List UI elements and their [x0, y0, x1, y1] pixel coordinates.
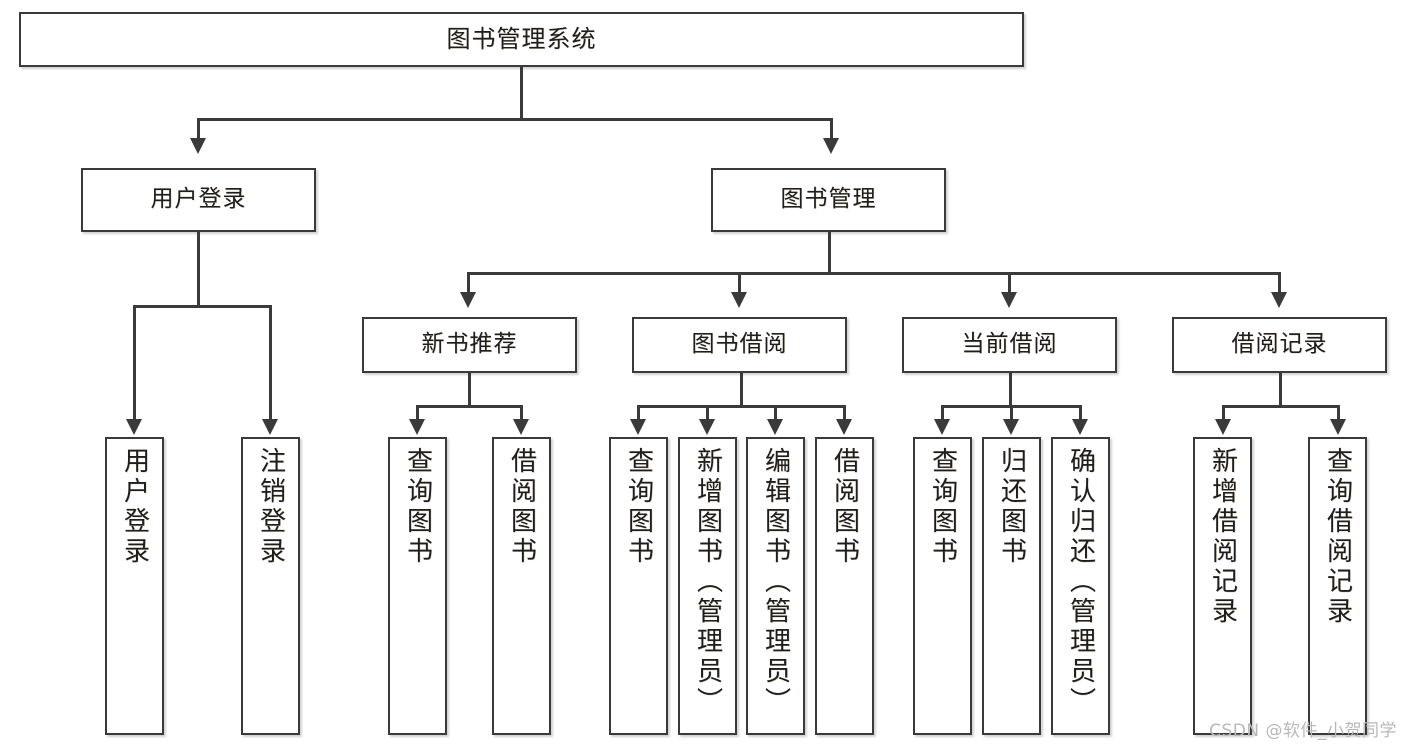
node-label: 用户登录 [150, 186, 247, 213]
connector-user-login-stem [197, 232, 200, 305]
leaf-new-book-query-book: 查询图书 [388, 437, 447, 735]
node-label: 查询借阅记录 [1322, 447, 1353, 627]
connector-book-borrow-bar [637, 405, 845, 408]
connector-book-mgmt-to-current-borrow [1008, 272, 1011, 294]
node-book-borrow: 图书借阅 [632, 317, 847, 373]
connector-root-to-user-login [197, 118, 200, 140]
node-label: 查询图书 [927, 447, 958, 567]
node-label: 查询图书 [402, 447, 433, 567]
node-label: 新书推荐 [421, 331, 518, 358]
connector-new-book-stem [468, 373, 471, 405]
connector-new-book-to-leaf-1 [416, 405, 419, 421]
connector-user-login-to-leaf-1 [133, 305, 136, 421]
arrowhead-book-mgmt-current-borrow [1001, 292, 1017, 308]
node-label: 确认归还（管理员） [1065, 447, 1096, 717]
leaf-current-borrow-return-book: 归还图书 [982, 437, 1041, 735]
arrowhead-new-book-leaf-2 [513, 419, 529, 435]
arrowhead-user-login-leaf-2 [262, 419, 278, 435]
connector-book-borrow-to-leaf-3 [774, 405, 777, 421]
node-borrow-record: 借阅记录 [1172, 317, 1387, 373]
arrowhead-book-borrow-leaf-1 [630, 419, 646, 435]
connector-root-bar [197, 118, 832, 121]
leaf-book-borrow-borrow-book: 借阅图书 [815, 437, 874, 735]
arrowhead-book-borrow-leaf-3 [767, 419, 783, 435]
arrowhead-book-mgmt-new-book [460, 292, 476, 308]
arrowhead-book-borrow-leaf-4 [836, 419, 852, 435]
connector-book-mgmt-to-borrow-book [738, 272, 741, 294]
arrowhead-user-login-leaf-1 [126, 419, 142, 435]
leaf-user-login-logout: 注销登录 [241, 437, 300, 735]
arrowhead-current-borrow-leaf-1 [934, 419, 950, 435]
connector-book-mgmt-bar [467, 272, 1280, 275]
connector-current-borrow-to-leaf-1 [941, 405, 944, 421]
connector-current-borrow-to-leaf-3 [1079, 405, 1082, 421]
arrowhead-root-to-user-login [190, 138, 206, 154]
node-label: 新增借阅记录 [1207, 447, 1238, 627]
node-label: 新增图书（管理员） [692, 447, 723, 717]
node-book-management: 图书管理 [711, 168, 946, 232]
node-current-borrow: 当前借阅 [902, 317, 1117, 373]
arrowhead-book-mgmt-borrow-record [1271, 292, 1287, 308]
connector-root-to-book-mgmt [830, 118, 833, 140]
connector-book-borrow-to-leaf-2 [706, 405, 709, 421]
connector-borrow-record-to-leaf-1 [1222, 405, 1225, 421]
node-label: 归还图书 [996, 447, 1027, 567]
node-label: 注销登录 [255, 447, 286, 567]
arrowhead-new-book-leaf-1 [409, 419, 425, 435]
node-label: 图书管理系统 [446, 25, 597, 54]
connector-new-book-to-leaf-2 [520, 405, 523, 421]
arrowhead-current-borrow-leaf-3 [1072, 419, 1088, 435]
leaf-borrow-record-query-record: 查询借阅记录 [1308, 437, 1367, 735]
connector-book-borrow-to-leaf-4 [843, 405, 846, 421]
leaf-new-book-borrow-book: 借阅图书 [492, 437, 551, 735]
arrowhead-book-mgmt-borrow-book [731, 292, 747, 308]
arrowhead-current-borrow-leaf-2 [1003, 419, 1019, 435]
node-label: 借阅图书 [506, 447, 537, 567]
node-label: 图书管理 [780, 186, 877, 213]
leaf-borrow-record-add-record: 新增借阅记录 [1193, 437, 1252, 735]
connector-borrow-record-bar [1222, 405, 1339, 408]
leaf-current-borrow-query-book: 查询图书 [913, 437, 972, 735]
node-user-login: 用户登录 [81, 168, 316, 232]
node-root-system: 图书管理系统 [19, 12, 1024, 67]
node-label: 借阅图书 [829, 447, 860, 567]
connector-book-mgmt-stem [828, 232, 831, 272]
leaf-book-borrow-add-book-admin: 新增图书（管理员） [678, 437, 737, 735]
node-label: 当前借阅 [961, 331, 1058, 358]
leaf-book-borrow-query-book: 查询图书 [609, 437, 668, 735]
arrowhead-book-borrow-leaf-2 [699, 419, 715, 435]
node-label: 借阅记录 [1231, 331, 1328, 358]
connector-current-borrow-stem [1009, 373, 1012, 405]
connector-new-book-bar [416, 405, 522, 408]
connector-book-mgmt-to-borrow-record [1278, 272, 1281, 294]
leaf-user-login-login: 用户登录 [105, 437, 164, 735]
connector-book-mgmt-to-new-book [467, 272, 470, 294]
connector-book-borrow-stem [740, 373, 743, 405]
connector-borrow-record-stem [1279, 373, 1282, 405]
connector-root-stem [520, 67, 523, 118]
leaf-current-borrow-confirm-return-admin: 确认归还（管理员） [1051, 437, 1110, 735]
node-label: 编辑图书（管理员） [760, 447, 791, 717]
leaf-book-borrow-edit-book-admin: 编辑图书（管理员） [746, 437, 805, 735]
connector-current-borrow-to-leaf-2 [1010, 405, 1013, 421]
connector-user-login-bar [133, 305, 271, 308]
node-label: 用户登录 [119, 447, 150, 567]
arrowhead-root-to-book-mgmt [823, 138, 839, 154]
connector-book-borrow-to-leaf-1 [637, 405, 640, 421]
arrowhead-borrow-record-leaf-2 [1330, 419, 1346, 435]
node-label: 图书借阅 [691, 331, 788, 358]
connector-user-login-to-leaf-2 [269, 305, 272, 421]
node-label: 查询图书 [623, 447, 654, 567]
node-new-book-recommendation: 新书推荐 [362, 317, 577, 373]
connector-borrow-record-to-leaf-2 [1337, 405, 1340, 421]
arrowhead-borrow-record-leaf-1 [1215, 419, 1231, 435]
